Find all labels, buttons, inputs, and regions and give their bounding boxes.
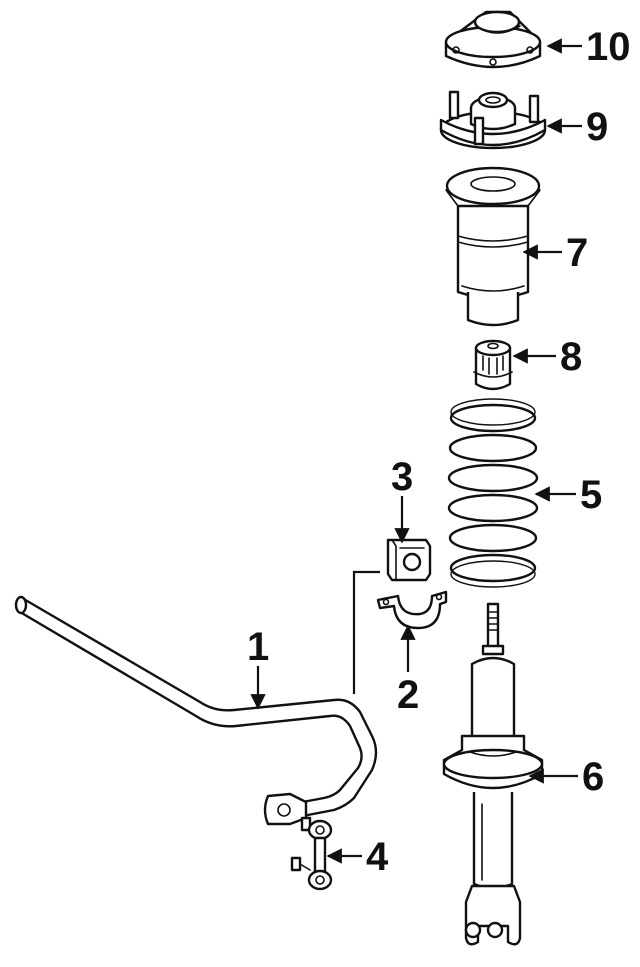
callout-10: 10 (586, 25, 631, 69)
callout-8: 8 (560, 335, 582, 379)
part-3-bushing (386, 538, 432, 582)
callout-4: 4 (366, 835, 389, 879)
part-6-shock-absorber (442, 602, 544, 946)
part-5-coil-spring (447, 398, 539, 588)
part-7-dust-boot (445, 166, 541, 327)
callout-9: 9 (586, 105, 608, 149)
part-10-strut-mount (444, 10, 542, 69)
part-4-stabilizer-link (290, 816, 333, 891)
callout-7: 7 (566, 231, 588, 275)
part-2-bracket (376, 590, 448, 630)
callout-3: 3 (391, 455, 413, 499)
callout-1: 1 (247, 625, 269, 669)
part-9-bearing-plate (439, 90, 547, 150)
part-1-stabilizer-bar (14, 570, 380, 826)
callout-2: 2 (397, 673, 419, 717)
callout-5: 5 (580, 473, 602, 517)
leader-lines (250, 38, 582, 864)
callout-6: 6 (582, 755, 604, 799)
part-8-bump-stop (473, 339, 513, 391)
